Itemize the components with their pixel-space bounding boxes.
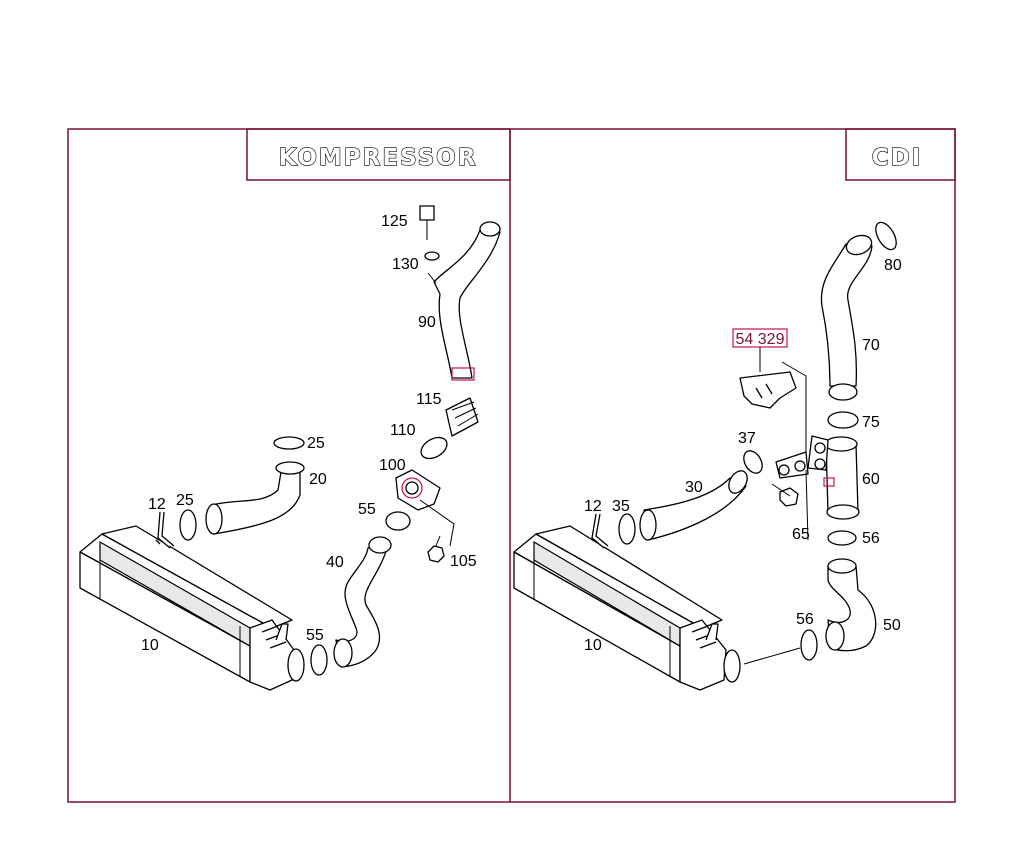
pipe-70-bottom-end — [828, 383, 858, 401]
label-55-lower: 55 — [306, 627, 324, 644]
seal-ring-25-upper[interactable] — [273, 436, 305, 450]
hose-30-end — [639, 509, 657, 541]
diagram-frame — [67, 128, 956, 803]
seal-ring-75[interactable] — [827, 411, 859, 429]
label-50: 50 — [883, 617, 901, 634]
seal-ring-56-upper[interactable] — [827, 530, 857, 546]
label-80: 80 — [884, 257, 902, 274]
leader-sensor — [781, 361, 807, 470]
label-75: 75 — [862, 414, 880, 431]
label-130: 130 — [392, 256, 419, 273]
hose-40-bottom-end — [333, 638, 353, 668]
clip-left[interactable] — [155, 511, 175, 549]
label-12-right: 12 — [584, 498, 602, 515]
label-90: 90 — [418, 314, 436, 331]
bolt-125[interactable] — [419, 205, 435, 240]
charge-pipe-70[interactable] — [820, 243, 873, 387]
seal-ring-25-lower[interactable] — [179, 509, 197, 541]
seal-ring-55-lower[interactable] — [310, 644, 328, 676]
label-55-upper: 55 — [358, 501, 376, 518]
seal-ring-35[interactable] — [618, 513, 636, 545]
hose-50-bottom-end — [825, 621, 845, 651]
label-70: 70 — [862, 337, 880, 354]
title-cdi: CDI — [872, 145, 923, 171]
connector-60[interactable] — [775, 435, 860, 520]
charge-hose-20[interactable] — [211, 465, 301, 535]
label-65: 65 — [792, 526, 810, 543]
seal-ring-37[interactable] — [740, 448, 766, 477]
label-56-lower: 56 — [796, 611, 814, 628]
clip-right[interactable] — [591, 513, 609, 549]
hose-50-top-end — [827, 558, 857, 574]
title-box-cdi: CDI — [845, 128, 956, 181]
leader-130 — [427, 272, 437, 284]
label-10-right: 10 — [584, 637, 602, 654]
title-box-kompressor: KOMPRESSOR — [246, 128, 511, 181]
hose-40-top-end — [368, 536, 392, 554]
label-125: 125 — [381, 213, 408, 230]
pipe-70-top-end — [845, 234, 873, 256]
sensor-54329[interactable] — [739, 371, 797, 409]
label-56-upper: 56 — [862, 530, 880, 547]
leader-105 — [419, 499, 455, 547]
label-25-lower: 25 — [176, 492, 194, 509]
hose-30-top-end — [728, 470, 748, 494]
leader-56-lower — [743, 647, 801, 665]
charge-pipe-90[interactable] — [433, 229, 501, 379]
label-37: 37 — [738, 430, 756, 447]
charge-hose-30[interactable] — [643, 477, 747, 541]
bolt-65[interactable] — [771, 483, 799, 507]
label-30: 30 — [685, 479, 703, 496]
ref-label-54329: 54 329 — [736, 331, 785, 348]
label-100: 100 — [379, 457, 406, 474]
label-115: 115 — [416, 391, 442, 408]
intercooler-left[interactable] — [79, 525, 305, 691]
bolt-105[interactable] — [427, 535, 445, 563]
label-105: 105 — [450, 553, 477, 570]
pipe-90-top-end — [479, 221, 501, 237]
label-40: 40 — [326, 554, 344, 571]
throttle-housing-100[interactable] — [395, 469, 441, 511]
rubber-sleeve-115[interactable] — [445, 397, 479, 437]
hose-clamp-110[interactable] — [417, 433, 450, 463]
intercooler-right[interactable] — [513, 525, 741, 691]
leader-60 — [805, 469, 809, 541]
washer-130[interactable] — [424, 251, 440, 261]
pipe-90-collar — [451, 367, 475, 381]
label-60: 60 — [862, 471, 880, 488]
label-10-left: 10 — [141, 637, 159, 654]
seal-ring-55-upper[interactable] — [385, 511, 411, 531]
hose-20-end — [205, 503, 223, 535]
label-25-upper: 25 — [307, 435, 325, 452]
label-20: 20 — [309, 471, 327, 488]
label-35: 35 — [612, 498, 630, 515]
label-12-left: 12 — [148, 496, 166, 513]
title-kompressor: KOMPRESSOR — [279, 145, 478, 171]
hose-20-top-end — [275, 461, 305, 475]
label-110: 110 — [390, 422, 416, 439]
seal-ring-80[interactable] — [872, 219, 901, 253]
seal-ring-56-lower[interactable] — [800, 629, 818, 661]
